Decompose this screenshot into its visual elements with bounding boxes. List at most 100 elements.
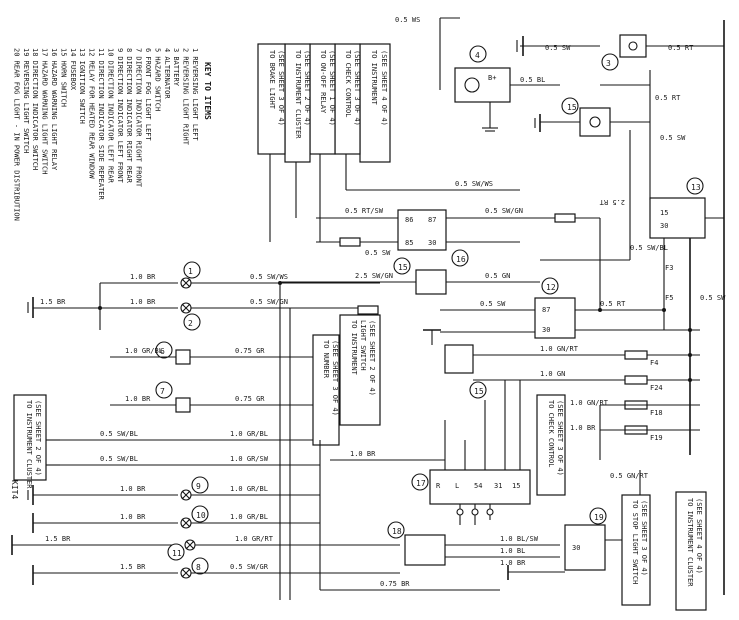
bubble-label: 15: [398, 263, 408, 272]
item-bubble: [155, 341, 173, 359]
ref-line: TO STOP LIGHT SWITCH: [631, 500, 639, 584]
legend-item: 8 DIRECTION INDICATOR RIGHT REAR: [125, 48, 133, 184]
ref-line: TO INSTRUMENT: [370, 50, 378, 106]
pin-label: L: [455, 482, 459, 490]
fuse-label: F19: [650, 434, 663, 442]
ref-line: (SEE SHEET 3 OF 4): [353, 50, 361, 126]
ref-box: [312, 334, 340, 446]
item-bubble: [469, 381, 487, 399]
wire-label: 1.5 BR: [120, 563, 146, 571]
ref-line: TO ON-OFF RELAY: [319, 50, 327, 114]
pin-label: 31: [494, 482, 502, 490]
horn-switch-box: [444, 344, 474, 374]
item-bubble: [387, 521, 405, 539]
fuse: [357, 305, 379, 315]
pin-label: 30: [428, 239, 436, 247]
wire-label: 0.5 SW/BL: [100, 455, 138, 463]
fuse-strip: F4 F24 F18 F19 F5 F3: [599, 264, 700, 460]
legend-item: 17 HAZARD WARNING LIGHT SWITCH: [41, 48, 49, 174]
item-bubble: [191, 476, 209, 494]
fuse-label: F24: [650, 384, 663, 392]
item-bubble: [393, 257, 411, 275]
pin-label: 30: [660, 222, 668, 230]
wire-label: 0.75 GR: [235, 347, 265, 355]
legend-item: 14 FUSEBOX: [69, 48, 77, 91]
legend-item: 5 HAZARD SWITCH: [153, 48, 161, 111]
pin-label: 15: [660, 209, 668, 217]
wire-label: 0.5 SW/WS: [250, 273, 288, 281]
legend-item: 16 HAZARD WARNING LIGHT RELAY: [50, 48, 58, 171]
ref-line: TO INSTRUMENT: [350, 320, 358, 376]
ref-line: (SEE SHEET 3 OF 4): [640, 500, 648, 576]
wire-label: 1.0 GR/BL: [230, 513, 268, 521]
wire-label: 0.5 SW/GN: [250, 298, 288, 306]
ref-box: [284, 43, 311, 163]
wire-label: 0.75 GR: [235, 395, 265, 403]
bubble-label: 6: [160, 347, 165, 356]
hazard-switch: 17 R L 54 31 15 1.0 BR 15 1.0 GN/RT 1.0 …: [330, 329, 700, 525]
wire-label: 1.0 GN/RT: [570, 399, 609, 407]
wire-label: 0.5 RT/SW: [345, 207, 384, 215]
wire-label: 1.0 BR: [130, 298, 156, 306]
ref-line: (SEE SHEET 4 OF 4): [380, 50, 388, 126]
ref-boxes: TO INSTRUMENT (SEE SHEET 4 OF 4) TO CHEC…: [13, 43, 707, 611]
ref-line: TO INSTRUMENT CLUSTER: [294, 50, 302, 139]
ref-line: (SEE SHEET 2 OF 4): [303, 50, 311, 126]
ref-box: [257, 43, 286, 155]
ref-box: [536, 394, 566, 496]
ref-line: TO NUMBER: [322, 340, 330, 379]
legend-item: 20 REAR FOG LIGHT - IN POWER DISTRIBUTIO…: [12, 48, 20, 221]
fuse-label: F18: [650, 409, 663, 417]
legend-item: 3 BATTERY: [172, 48, 180, 87]
bubble-label: 9: [196, 482, 201, 491]
ref-line: (SEE SHEET 3 OF 4): [277, 50, 285, 126]
wire-label: 0.5 GN: [485, 272, 510, 280]
wire-label: 1.0 GR/BL: [125, 347, 163, 355]
wire-label: 0.5 RT: [655, 94, 681, 102]
wire-label: 0.5 SW/WS: [455, 180, 493, 188]
item-bubble: [541, 277, 559, 295]
ref-line: (SEE SHEET 1 OF 4): [328, 50, 336, 126]
ref-line: (SEE SHEET 2 OF 4): [368, 320, 376, 396]
bubble-label: 10: [196, 511, 206, 520]
item-bubble: [601, 53, 619, 71]
wire-label: 1.0 BL: [500, 547, 525, 555]
ref-line: TO BRAKE LIGHT: [268, 50, 276, 110]
fuse: [339, 237, 361, 247]
wire-label: 1.0 GR/BL: [230, 485, 268, 493]
wire-label: 1.0 GR/RT: [235, 535, 274, 543]
pin-label: 15: [512, 482, 520, 490]
ref-box: [334, 43, 361, 155]
item-bubble: [183, 261, 201, 279]
wire-label: 0.5 WS: [395, 16, 420, 24]
pin-label: 30: [542, 326, 550, 334]
battery-section: 3 0.5 SW 0.5 RT 0.5 WS B+ 4 0.5 BL 15 0.…: [395, 16, 724, 200]
horn-icon: [175, 397, 191, 413]
legend-item: 10 DIRECTION INDICATOR LEFT REAR: [106, 48, 114, 184]
wire-label: 0.5 SW: [480, 300, 506, 308]
pin-label: 87: [542, 306, 550, 314]
item-bubble: [183, 313, 201, 331]
ignition-box: [649, 197, 706, 239]
ref-box: [339, 314, 381, 426]
ignition-switch: 13 15 30 2.5 RT: [599, 130, 724, 260]
pin-label: R: [436, 482, 441, 490]
wire-label: 0.5 RT: [668, 44, 694, 52]
wire-label: 1.0 GR/SW: [230, 455, 269, 463]
wire-label: 1.0 BR: [120, 513, 146, 521]
wire-label: 0.5 SW/GR: [230, 563, 269, 571]
wire-label: 1.0 BR: [125, 395, 151, 403]
bubble-label: 2: [188, 319, 193, 328]
wire-label: 0.5 SW: [700, 294, 726, 302]
horn-icon: [175, 349, 191, 365]
bubble-label: 13: [691, 183, 701, 192]
ref-box: [13, 394, 47, 481]
item-bubble: [191, 557, 209, 575]
legend-item: 18 DIRECTION INDICATOR SWITCH: [31, 48, 39, 170]
wire-label: 1.0 GN: [540, 370, 565, 378]
wire-label: 1.0 GN/RT: [540, 345, 579, 353]
wire-label: 1.5 BR: [45, 535, 71, 543]
